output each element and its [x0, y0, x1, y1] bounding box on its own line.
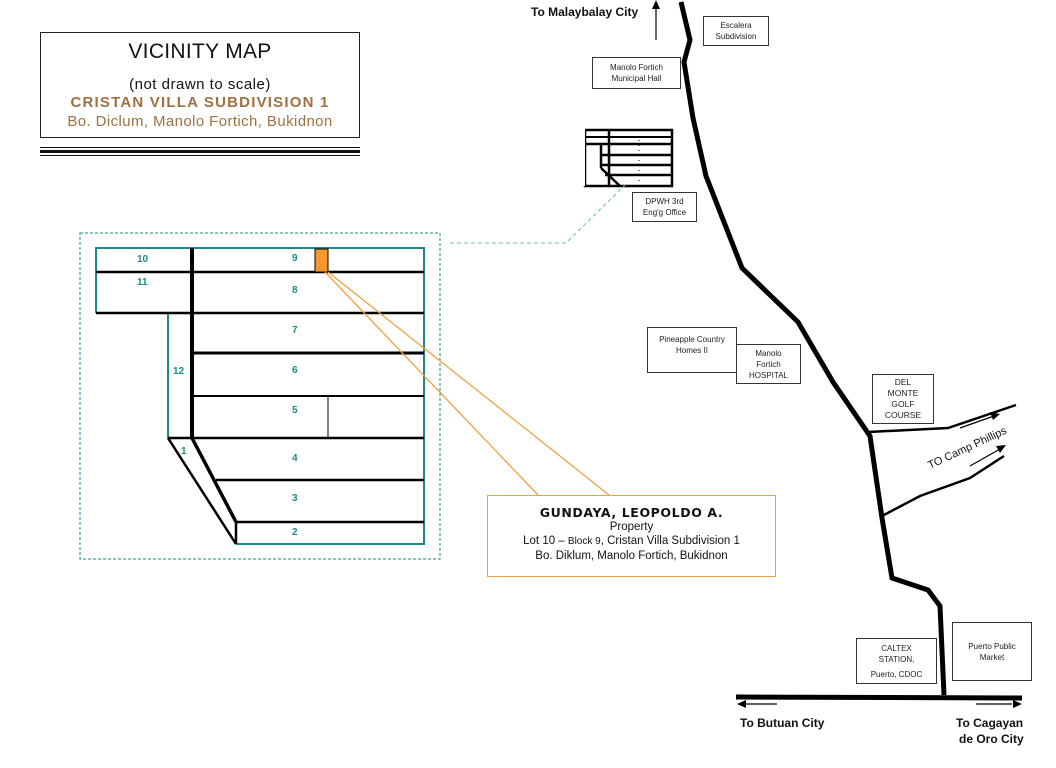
landmark-text: HOSPITAL: [749, 370, 788, 380]
subdivision-location-icon: [560, 124, 674, 188]
lot-plan: [95, 247, 425, 545]
lot-label-7: 7: [292, 325, 298, 336]
title-rule: [40, 150, 360, 153]
main-highway: [678, 1, 947, 696]
map-title: VICINITY MAP: [128, 40, 272, 63]
landmark-text: Puerto Public: [968, 642, 1016, 651]
landmark-text: Escalera: [720, 21, 752, 30]
zoom-connector-line: [450, 183, 627, 244]
lot-suffix: , Cristan Villa Subdivision 1: [600, 535, 740, 547]
title-block: VICINITY MAP (not drawn to scale) CRISTA…: [40, 32, 360, 138]
owner-name: GUNDAYA, LEOPOLDO A.: [539, 505, 724, 520]
landmark-text: Manolo Fortich: [610, 63, 663, 72]
landmark-text: Homes II: [675, 346, 708, 355]
landmark-text: Municipal Hall: [611, 74, 662, 83]
arrow-camp-phillips-lower-icon: [969, 445, 1006, 467]
landmark-text: Pineapple Country: [659, 335, 725, 344]
lot-label-12: 12: [173, 366, 185, 377]
lot-label-9: 9: [292, 253, 298, 264]
landmark-text: CALTEX: [881, 643, 912, 653]
arrow-west-icon: [737, 700, 777, 708]
title-rule: [40, 155, 360, 156]
callout-line-2: [327, 271, 610, 496]
road-label-butuan: To Butuan City: [740, 716, 825, 730]
landmark-text: DEL: [894, 377, 912, 387]
arrow-north-icon: [652, 0, 660, 40]
owner-lot-info: Lot 10 – Block 9, Cristan Villa Subdivis…: [488, 534, 775, 549]
landmark-escalera: Escalera Subdivision: [703, 16, 769, 46]
landmark-public-market: Puerto Public Market: [952, 622, 1032, 681]
camp-phillips-label: TO Camp Phillips: [926, 425, 1009, 472]
landmark-text: GOLF: [891, 399, 915, 409]
landmark-text: COURSE: [884, 410, 922, 420]
camp-phillips-road-lower: [881, 454, 1005, 518]
landmark-dpwh: DPWH 3rd Eng'g Office: [632, 192, 697, 222]
landmark-text: STATION,: [878, 654, 915, 664]
landmark-text: Subdivision: [715, 32, 757, 41]
landmark-text: Market: [979, 653, 1005, 662]
lot-label-11: 11: [137, 277, 148, 288]
callout-line-1: [324, 271, 539, 496]
arrow-camp-phillips-upper-icon: [959, 412, 1000, 429]
scale-note: (not drawn to scale): [129, 76, 271, 93]
landmark-text: MONTE: [887, 388, 919, 398]
subdivision-location: Bo. Diclum, Manolo Fortich, Bukidnon: [67, 113, 333, 130]
camp-phillips-road-upper: [867, 403, 1017, 434]
title-rule: [40, 147, 360, 148]
lot-label-2: 2: [292, 527, 298, 538]
lot-label-6: 6: [292, 365, 298, 376]
landmark-pineapple-homes: Pineapple Country Homes II: [647, 327, 737, 373]
owner-property-type: Property: [609, 521, 654, 533]
road-label-cdo-1: To Cagayan: [956, 716, 1024, 730]
owner-callout: GUNDAYA, LEOPOLDO A. Property Lot 10 – B…: [487, 495, 776, 577]
lot-label-10: 10: [137, 254, 149, 265]
landmark-text: DPWH 3rd: [645, 197, 684, 206]
road-label-malaybalay: To Malaybalay City: [531, 5, 639, 19]
lot-label-1: 1: [181, 446, 187, 457]
highlighted-lot-10[interactable]: [314, 248, 329, 273]
lot-prefix: Lot 10 –: [523, 535, 568, 547]
landmark-text: Manolo: [755, 348, 782, 358]
owner-address: Bo. Diklum, Manolo Fortich, Bukidnon: [535, 550, 728, 562]
lot-label-3: 3: [292, 493, 298, 504]
lot-label-8: 8: [292, 285, 298, 296]
subdivision-name: CRISTAN VILLA SUBDIVISION 1: [70, 94, 330, 111]
landmark-caltex: CALTEX STATION, Puerto, CDOC: [856, 638, 937, 684]
landmark-text: Fortich: [756, 359, 781, 369]
lot-label-5: 5: [292, 405, 298, 416]
arrow-east-icon: [976, 700, 1022, 708]
road-label-cdo-2: de Oro City: [959, 732, 1024, 746]
zoom-inset-border: [79, 232, 441, 560]
butuan-cdo-road: [735, 694, 1023, 701]
landmark-hospital: Manolo Fortich HOSPITAL: [736, 344, 801, 384]
landmark-text: Puerto, CDOC: [870, 669, 923, 679]
landmark-municipal-hall: Manolo Fortich Municipal Hall: [592, 57, 681, 89]
lot-label-4: 4: [292, 453, 298, 464]
landmark-golf-course: DEL MONTE GOLF COURSE: [872, 374, 934, 424]
block-number: Block 9: [567, 536, 601, 547]
landmark-text: Eng'g Office: [642, 208, 687, 217]
